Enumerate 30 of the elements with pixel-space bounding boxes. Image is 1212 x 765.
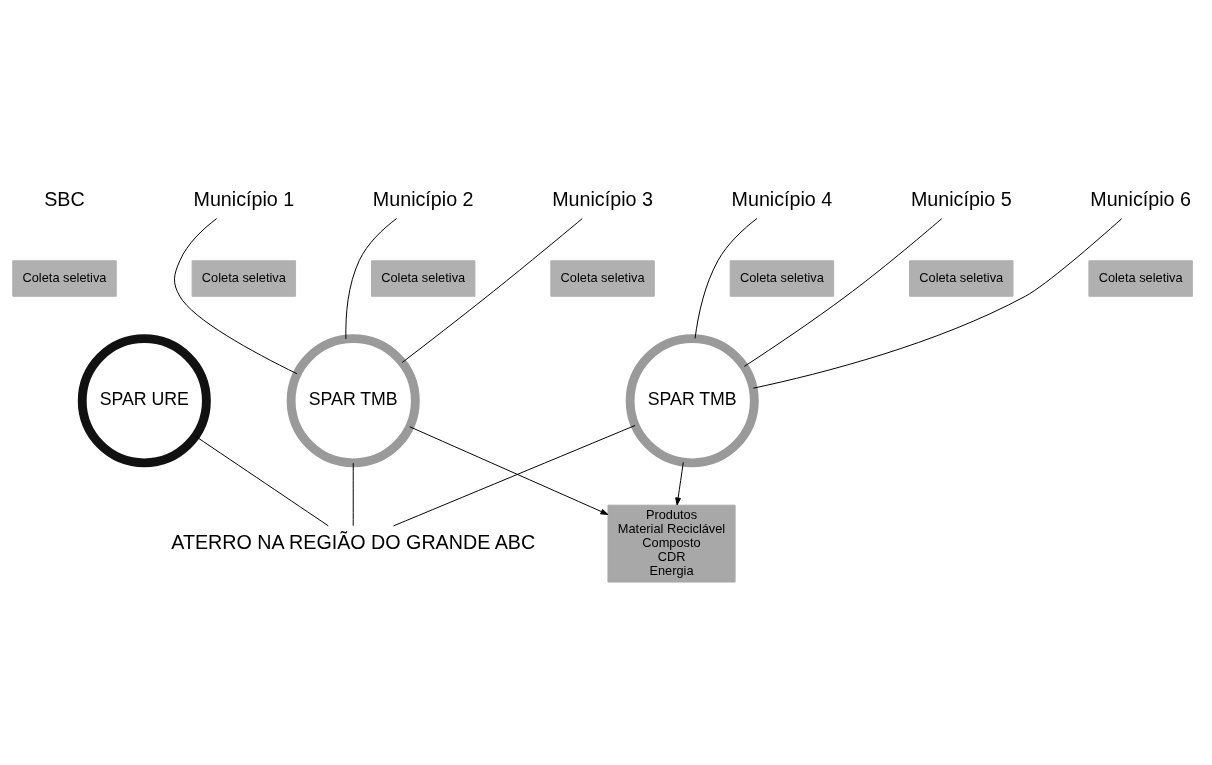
node-circle: SPAR TMB [286,334,420,468]
node-box: Coleta seletiva [1088,260,1193,297]
connector [174,218,298,375]
node-text: ATERRO NA REGIÃO DO GRANDE ABC [171,530,536,553]
connector [694,218,758,339]
node-box: Coleta seletiva [191,260,297,297]
node-text: Município 4 [731,187,833,210]
connector [194,435,329,527]
node-text: Município 6 [1090,187,1191,210]
arrow [409,426,609,515]
node-circle: SPAR TMB [625,334,759,468]
connector [401,218,583,363]
node-box: Produtos Material Reciclável Composto CDR Energia [607,504,736,583]
node-box: Coleta seletiva [370,260,476,297]
node-circle: SPAR URE [77,334,211,468]
connector [752,218,1123,389]
node-text: Município 3 [552,187,653,210]
node-box: Coleta seletiva [909,260,1014,297]
arrow [675,461,684,506]
node-box: Coleta seletiva [729,260,835,297]
connector [352,462,354,527]
node-box: Coleta seletiva [550,260,655,297]
connector [345,218,398,340]
node-text: Município 1 [193,187,295,210]
node-text: Município 2 [372,187,474,210]
node-text: SBC [44,187,85,210]
connector [743,218,943,367]
connector [393,424,636,527]
node-box: Coleta seletiva [12,260,117,297]
node-text: Município 5 [910,187,1012,210]
